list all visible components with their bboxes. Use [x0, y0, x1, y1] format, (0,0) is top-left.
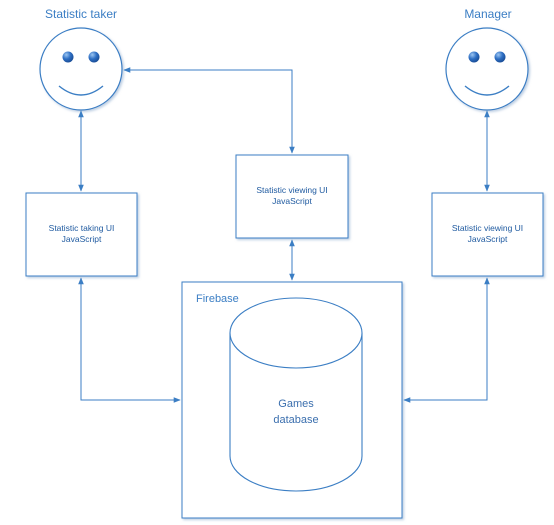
- statistic-taking-ui-box: [25, 192, 138, 277]
- taking-ui-tech: JavaScript: [61, 234, 102, 244]
- viewing-ui-right-label: Statistic viewing UI JavaScript: [432, 223, 543, 245]
- viewing-ui-center-tech: JavaScript: [272, 196, 312, 206]
- statistic-viewing-ui-right-box: [431, 192, 544, 277]
- smile-icon: [464, 85, 510, 96]
- viewing-ui-center-title: Statistic viewing UI: [256, 185, 328, 195]
- games-database-label: Games database: [246, 396, 346, 428]
- viewing-ui-right-title: Statistic viewing UI: [451, 223, 524, 233]
- smile-icon: [58, 85, 104, 96]
- games-database-cylinder: [229, 297, 363, 492]
- viewing-ui-center-label: Statistic viewing UI JavaScript: [236, 185, 348, 207]
- taker-to-viewing-ui-connector: [123, 67, 295, 154]
- smiley-face-icon: [39, 27, 123, 111]
- database-line1: Games: [278, 398, 314, 410]
- taking-ui-to-firebase-connector: [78, 277, 181, 403]
- left-eye-icon: [62, 51, 74, 63]
- right-viewing-ui-to-firebase-connector: [403, 277, 490, 403]
- database-line2: database: [273, 414, 319, 426]
- smiley-face-icon: [445, 27, 529, 111]
- taking-ui-label: Statistic taking UI JavaScript: [26, 223, 137, 245]
- right-eye-icon: [88, 51, 100, 63]
- statistic-taker-actor: [39, 27, 123, 111]
- taking-ui-title: Statistic taking UI: [48, 223, 115, 233]
- statistic-taker-label: Statistic taker: [44, 7, 118, 21]
- statistic-viewing-ui-center-box: [235, 154, 349, 239]
- right-eye-icon: [494, 51, 506, 63]
- manager-actor: [445, 27, 529, 111]
- firebase-label: Firebase: [196, 293, 239, 305]
- left-eye-icon: [468, 51, 480, 63]
- viewing-ui-right-tech: JavaScript: [467, 234, 508, 244]
- manager-label: Manager: [464, 7, 512, 21]
